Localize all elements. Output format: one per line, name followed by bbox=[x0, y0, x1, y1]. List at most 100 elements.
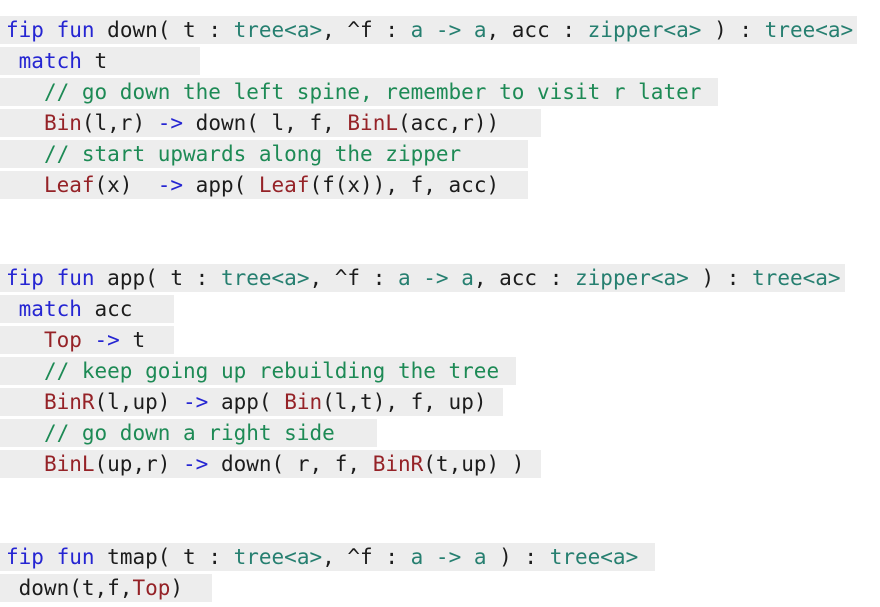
token-cons: Leaf bbox=[258, 172, 310, 197]
token-pl bbox=[44, 266, 57, 290]
token-pl bbox=[6, 49, 19, 73]
code-line-highlight: match acc bbox=[0, 294, 175, 323]
token-pl: (acc,r)) bbox=[397, 110, 500, 135]
token-tp: a -> a bbox=[398, 265, 474, 290]
token-pl: ) : bbox=[688, 265, 753, 290]
token-pl: app( bbox=[208, 389, 285, 414]
token-cons: BinR bbox=[43, 389, 95, 414]
token-pl bbox=[6, 111, 44, 135]
token-pl bbox=[6, 328, 44, 352]
code-line-highlight: fip fun down( t : tree<a>, ^f : a -> a, … bbox=[0, 15, 858, 44]
token-pl: down( r, f, bbox=[208, 451, 373, 476]
token-cons: BinR bbox=[372, 451, 424, 476]
code-line: Leaf(x) -> app( Leaf(f(x)), f, acc) bbox=[0, 169, 880, 200]
token-pl: (f(x)), f, acc) bbox=[309, 172, 500, 197]
token-pl bbox=[44, 18, 57, 42]
token-cons: BinL bbox=[43, 451, 95, 476]
code-line: BinL(up,r) -> down( r, f, BinR(t,up) ) bbox=[0, 448, 880, 479]
code-line-highlight: // go down the left spine, remember to v… bbox=[0, 77, 719, 106]
token-pl: down( l, f, bbox=[183, 110, 348, 135]
code-line: // start upwards along the zipper bbox=[0, 138, 880, 169]
token-kw: fip bbox=[6, 17, 44, 42]
token-kw: fun bbox=[56, 544, 95, 569]
token-pl: , acc : bbox=[473, 265, 576, 290]
token-tp: a -> a bbox=[410, 544, 487, 569]
token-pl: (up,r) bbox=[94, 451, 184, 476]
token-pl bbox=[6, 142, 44, 166]
token-pl bbox=[6, 421, 44, 445]
token-kw: -> bbox=[157, 172, 184, 197]
code-line-blank bbox=[0, 200, 880, 231]
token-pl: ) bbox=[170, 575, 184, 600]
code-line: Top -> t bbox=[0, 324, 880, 355]
token-pl: (t,up) ) bbox=[423, 451, 525, 476]
token-kw: -> bbox=[183, 451, 209, 476]
token-tp: zipper<a> bbox=[575, 265, 689, 290]
token-kw: -> bbox=[94, 327, 120, 352]
code-line-highlight: fip fun tmap( t : tree<a>, ^f : a -> a )… bbox=[0, 542, 655, 571]
token-tp: tree<a> bbox=[220, 265, 310, 290]
code-line: // keep going up rebuilding the tree bbox=[0, 355, 880, 386]
token-pl: t bbox=[81, 48, 108, 73]
code-line-highlight: Top -> t bbox=[0, 325, 175, 354]
token-kw: match bbox=[18, 48, 82, 73]
token-pl bbox=[6, 452, 44, 476]
token-cm: // start upwards along the zipper bbox=[43, 141, 462, 166]
token-pl: tmap( t : bbox=[94, 544, 234, 569]
token-cons: Bin bbox=[284, 389, 323, 414]
token-pl: , acc : bbox=[486, 17, 588, 42]
code-line-highlight: BinL(up,r) -> down( r, f, BinR(t,up) ) bbox=[0, 449, 542, 478]
token-pl: acc bbox=[81, 296, 133, 321]
token-pl: down(t,f, bbox=[6, 575, 133, 600]
token-pl: t bbox=[119, 327, 146, 352]
token-pl: app( t : bbox=[94, 265, 221, 290]
token-tp: tree<a> bbox=[233, 17, 323, 42]
code-line: fip fun app( t : tree<a>, ^f : a -> a, a… bbox=[0, 262, 880, 293]
token-pl: ) : bbox=[701, 17, 765, 42]
code-line-blank bbox=[0, 510, 880, 541]
token-pl bbox=[82, 328, 95, 352]
token-tp: zipper<a> bbox=[587, 17, 702, 42]
token-cm: // keep going up rebuilding the tree bbox=[43, 358, 500, 383]
token-pl: ) : bbox=[486, 544, 550, 569]
code-line: Bin(l,r) -> down( l, f, BinL(acc,r)) bbox=[0, 107, 880, 138]
code-line: match acc bbox=[0, 293, 880, 324]
code-line-blank bbox=[0, 479, 880, 510]
token-pl bbox=[6, 173, 44, 197]
code-line: fip fun down( t : tree<a>, ^f : a -> a, … bbox=[0, 14, 880, 45]
token-pl: , ^f : bbox=[322, 17, 411, 42]
code-line: match t bbox=[0, 45, 880, 76]
token-tp: tree<a> bbox=[752, 265, 841, 290]
token-cons: BinL bbox=[347, 110, 398, 135]
token-pl: app( bbox=[183, 172, 259, 197]
token-kw: match bbox=[18, 296, 82, 321]
token-kw: -> bbox=[183, 389, 209, 414]
token-tp: a -> a bbox=[410, 17, 487, 42]
code-line-highlight: Leaf(x) -> app( Leaf(f(x)), f, acc) bbox=[0, 170, 529, 199]
code-line: // go down a right side bbox=[0, 417, 880, 448]
token-pl bbox=[6, 359, 44, 383]
code-line: down(t,f,Top) bbox=[0, 572, 880, 603]
code-line-highlight: // start upwards along the zipper bbox=[0, 139, 529, 168]
token-pl bbox=[6, 80, 44, 104]
token-pl bbox=[6, 390, 44, 414]
code-line-blank bbox=[0, 231, 880, 262]
token-pl: (l,t), f, up) bbox=[322, 389, 487, 414]
code-line-highlight: match t bbox=[0, 46, 200, 75]
token-pl: (l,up) bbox=[94, 389, 184, 414]
code-line-highlight: Bin(l,r) -> down( l, f, BinL(acc,r)) bbox=[0, 108, 542, 137]
code-line-highlight: // go down a right side bbox=[0, 418, 377, 447]
token-pl: (x) bbox=[94, 172, 158, 197]
token-tp: tree<a> bbox=[549, 544, 639, 569]
token-cm: // go down a right side bbox=[43, 420, 335, 445]
token-kw: fun bbox=[56, 265, 95, 290]
token-cons: Top bbox=[43, 327, 82, 352]
code-line: // go down the left spine, remember to v… bbox=[0, 76, 880, 107]
token-kw: fun bbox=[56, 17, 95, 42]
token-tp: tree<a> bbox=[764, 17, 854, 42]
code-line: BinR(l,up) -> app( Bin(l,t), f, up) bbox=[0, 386, 880, 417]
code-line-highlight: // keep going up rebuilding the tree bbox=[0, 356, 516, 385]
token-cons: Leaf bbox=[43, 172, 95, 197]
token-kw: -> bbox=[157, 110, 184, 135]
